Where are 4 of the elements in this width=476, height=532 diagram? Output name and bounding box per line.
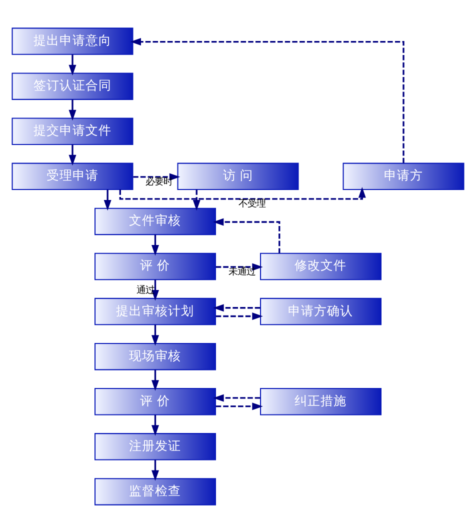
edge-label: 必要时 [146, 176, 173, 187]
edge-label: 通过 [136, 284, 154, 296]
edge-label: 不受理 [238, 198, 266, 209]
edge-label: 未通过 [228, 266, 256, 278]
